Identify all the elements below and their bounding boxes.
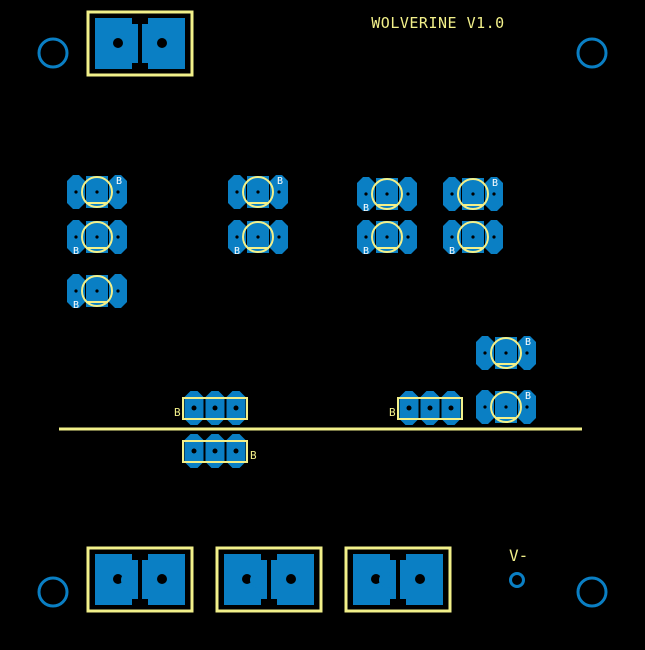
terminal-block [86,546,194,613]
transistor-pin-hole [504,405,508,409]
transistor: B [443,177,503,211]
transistor: B [67,220,127,257]
terminal-block [344,546,452,613]
base-marker-label: B [116,176,122,187]
transistor: B [228,220,288,257]
base-marker-label: B [277,176,283,187]
transistor: B [228,175,288,209]
terminal-pad-hole [157,574,167,584]
transistor-pin-hole [471,192,475,196]
transistor-pin-hole [256,235,260,239]
transistor: B [67,274,127,311]
mounting-hole [576,37,608,69]
header-pin-hole [406,405,412,411]
transistor-pin-hole [95,235,99,239]
transistor-pin-hole [364,235,368,239]
transistor-pin-hole [492,235,496,239]
transistor-pin-hole [235,235,239,239]
header-pin-hole [233,448,239,454]
transistor-pin-hole [74,235,78,239]
transistor-pin-hole [525,351,529,355]
terminal-pad-hole [157,38,167,48]
transistor-pin-hole [95,289,99,293]
terminal-block [86,10,194,77]
transistor-pin-hole [385,192,389,196]
transistor: B [67,175,127,209]
terminal-block [215,546,323,613]
transistor: B [357,177,417,214]
transistor-pin-hole [450,192,454,196]
transistor-pin-hole [483,405,487,409]
terminal-pad-hole [415,574,425,584]
header-pin-hole [427,405,433,411]
terminal-pad-hole [113,574,123,584]
transistor: B [357,220,417,257]
board-title: WOLVERINE V1.0 [371,14,504,32]
base-marker-label: B [250,449,257,462]
transistor-pin-hole [235,190,239,194]
transistor: B [476,336,536,370]
terminal-blocks [86,10,525,613]
pin-headers: B B B [174,391,463,468]
power-label: V- [509,546,528,565]
via-pad [509,572,525,588]
transistor: B [443,220,503,257]
transistor-pin-hole [74,190,78,194]
base-marker-label: B [525,337,531,348]
header-pin-hole [233,405,239,411]
base-marker-label: B [389,406,396,419]
via-pad [121,572,137,588]
mounting-hole [576,576,608,608]
base-marker-label: B [449,246,455,257]
terminal-pad-hole [242,574,252,584]
base-marker-label: B [234,246,240,257]
transistor-pin-hole [385,235,389,239]
pin-header: B [174,391,248,425]
pin-header: B [182,434,257,468]
transistor-pin-hole [116,289,120,293]
header-pin-hole [448,405,454,411]
transistor-pin-hole [277,190,281,194]
transistor-pin-hole [406,235,410,239]
header-pin-hole [191,405,197,411]
transistor-pin-hole [471,235,475,239]
transistor-pin-hole [74,289,78,293]
mounting-holes [37,37,608,608]
transistor-pin-hole [450,235,454,239]
transistor-pin-hole [364,192,368,196]
transistor-pin-hole [95,190,99,194]
header-pin-hole [191,448,197,454]
base-marker-label: B [363,203,369,214]
mounting-hole [37,37,69,69]
base-marker-label: B [73,300,79,311]
base-marker-label: B [174,406,181,419]
header-pin-hole [212,448,218,454]
transistor-pin-hole [483,351,487,355]
transistor-pin-hole [406,192,410,196]
base-marker-label: B [525,391,531,402]
terminal-pad-hole [286,574,296,584]
transistor-pin-hole [504,351,508,355]
via-pad [379,572,395,588]
terminal-pad-hole [113,38,123,48]
pin-header: B [389,391,463,425]
base-marker-label: B [73,246,79,257]
transistor-pin-hole [116,235,120,239]
mounting-hole [37,576,69,608]
header-pin-hole [212,405,218,411]
base-marker-label: B [492,178,498,189]
transistor-pin-hole [492,192,496,196]
terminal-pad-hole [371,574,381,584]
via-pad [250,572,266,588]
transistor: B [476,390,536,424]
transistor-pin-hole [256,190,260,194]
transistor-pin-hole [277,235,281,239]
base-marker-label: B [363,246,369,257]
transistor-pin-hole [116,190,120,194]
transistor-pin-hole [525,405,529,409]
transistors: B B B B B B B B B B B [67,175,536,424]
